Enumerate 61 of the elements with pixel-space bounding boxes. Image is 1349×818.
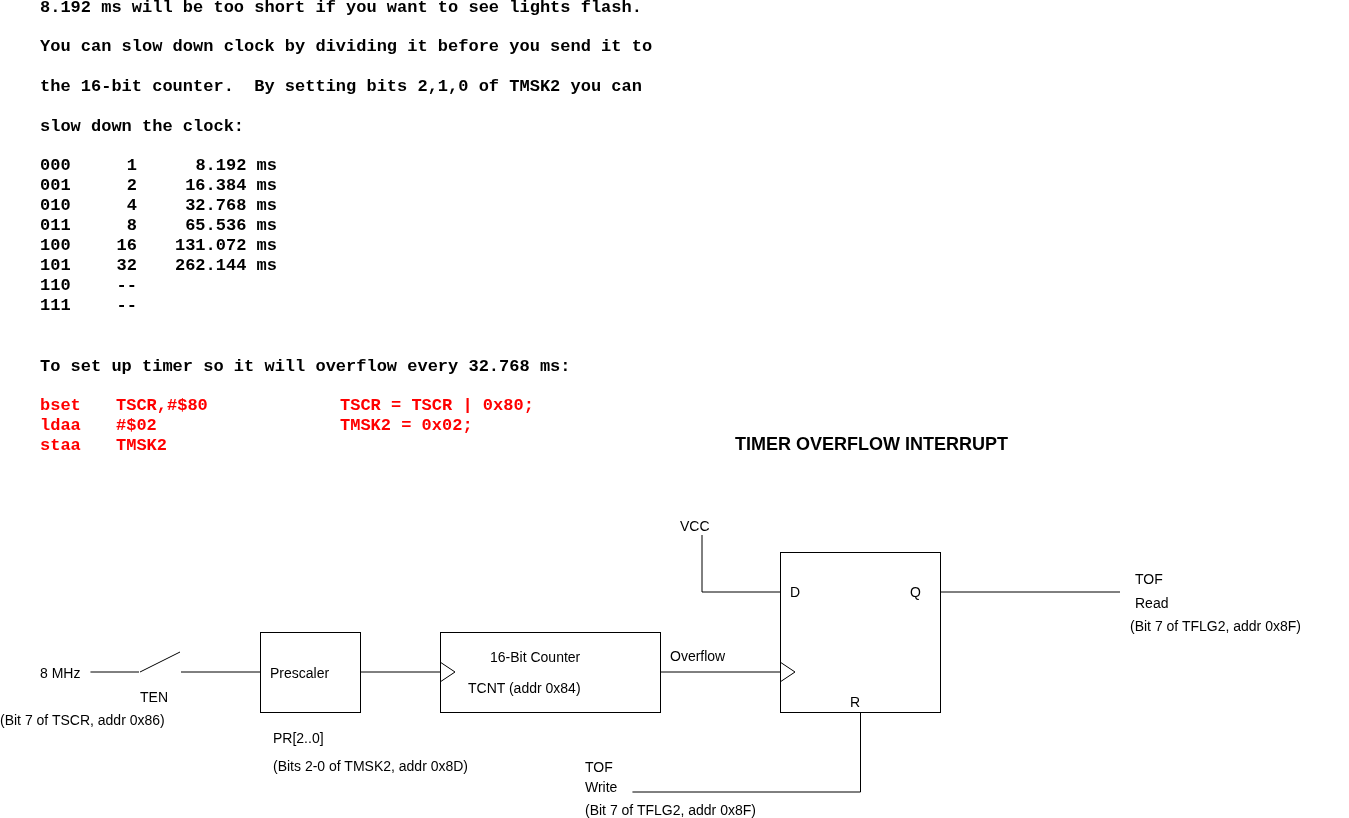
table-cell-text: 1 <box>125 156 137 176</box>
table-cell: 100 <box>40 236 71 256</box>
counter-box <box>440 632 661 713</box>
annotation-text: (Bit 7 of TFLG2, addr 0x8F) <box>585 801 756 818</box>
table-cell: 001 <box>40 176 71 196</box>
block-label: Prescaler <box>270 664 330 682</box>
table-cell-text: 32 <box>115 256 137 276</box>
table-cell: 010 <box>40 196 71 216</box>
pin-label: Q <box>910 583 921 601</box>
paragraph-text: You can slow down clock by dividing it before you send it to the 16-bit counter. By setting bits 2,1,0 of TMSK2 you can slow down the clock: <box>40 36 654 138</box>
pin-label: R <box>850 693 861 711</box>
prescaler-box <box>260 632 361 713</box>
table-cell: 000 <box>40 156 71 176</box>
table-cell-text: 4 <box>125 196 137 216</box>
wire <box>631 712 861 793</box>
table-cell: 110 <box>40 276 71 296</box>
paragraph-text: 8.192 ms will be too short if you want to see lights flash. <box>40 0 642 18</box>
table-cell-text: 262.144 ms <box>173 256 277 276</box>
wire <box>940 591 1121 593</box>
block-label: 16-Bit Counter <box>490 648 581 666</box>
table-cell-text: 8 <box>125 216 137 236</box>
pin-label: PR[2..0] <box>273 729 324 747</box>
table-cell-text: -- <box>115 276 137 296</box>
code-text: TSCR = TSCR | 0x80; <box>340 396 534 416</box>
diagram-title: TIMER OVERFLOW INTERRUPT <box>735 433 1008 455</box>
pin-label: TEN <box>140 688 168 706</box>
code-text: staa <box>40 436 81 456</box>
clock-input-line <box>660 661 796 683</box>
pin-label: D <box>790 583 801 601</box>
edge-label: Overflow <box>670 647 726 665</box>
table-cell-text: 8.192 ms <box>194 156 277 176</box>
table-cell-text: 16.384 ms <box>184 176 277 196</box>
wire <box>701 534 781 593</box>
code-text: ldaa <box>40 416 81 436</box>
paragraph-text: To set up timer so it will overflow every 32.768 ms: <box>40 357 571 377</box>
code-text: TMSK2 = 0x02; <box>340 416 473 436</box>
table-cell-text: 16 <box>115 236 137 256</box>
signal-label: 8 MHz <box>40 664 81 682</box>
table-cell-text: 32.768 ms <box>184 196 277 216</box>
table-cell: 111 <box>40 296 71 316</box>
signal-label: VCC <box>680 517 710 535</box>
code-text: TMSK2 <box>116 436 167 456</box>
table-cell-text: 65.536 ms <box>184 216 277 236</box>
code-text: TSCR,#$80 <box>116 396 208 416</box>
annotation-text: (Bit 7 of TSCR, addr 0x86) <box>0 711 165 729</box>
table-cell: 101 <box>40 256 71 276</box>
signal-label: TOF Read <box>1135 570 1170 613</box>
annotation-text: (Bit 7 of TFLG2, addr 0x8F) <box>1130 617 1301 635</box>
block-label: TCNT (addr 0x84) <box>468 679 581 697</box>
wire <box>89 671 140 673</box>
wire <box>180 671 261 673</box>
table-cell: 011 <box>40 216 71 236</box>
table-cell-text: -- <box>115 296 137 316</box>
annotation-text: (Bits 2-0 of TMSK2, addr 0x8D) <box>273 757 469 775</box>
clock-input-line <box>360 661 456 683</box>
signal-label: TOF Write <box>585 758 619 797</box>
code-text: bset <box>40 396 81 416</box>
flip-flop-box <box>780 552 941 713</box>
table-cell-text: 131.072 ms <box>173 236 277 256</box>
table-cell-text: 2 <box>125 176 137 196</box>
code-text: #$02 <box>116 416 157 436</box>
